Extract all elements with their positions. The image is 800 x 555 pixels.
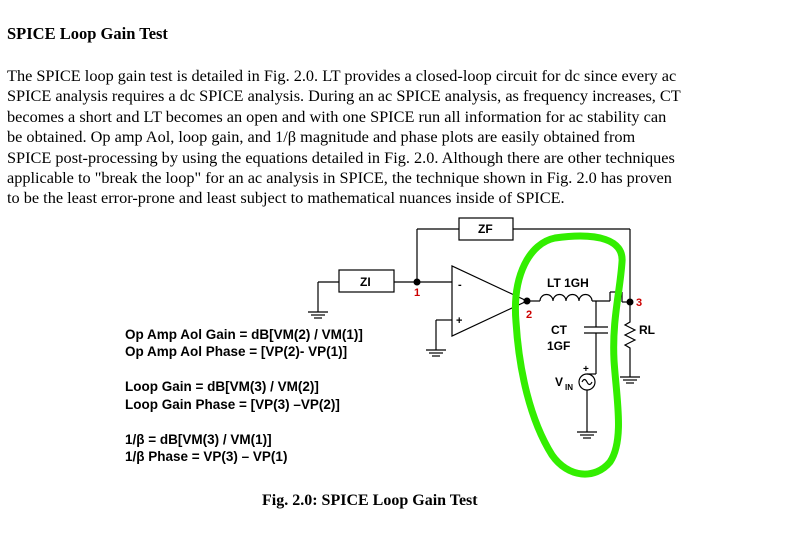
paragraph-line: SPICE post-processing by using the equat…	[7, 147, 675, 167]
node-3-dot	[626, 298, 634, 306]
zi-label: ZI	[360, 275, 371, 289]
equation-beta-phase: 1/β Phase = VP(3) – VP(1)	[125, 449, 288, 464]
rl-resistor	[623, 302, 637, 377]
paragraph-line: The SPICE loop gain test is detailed in …	[7, 66, 677, 85]
zf-label: ZF	[478, 222, 493, 236]
equation-aol-phase: Op Amp Aol Phase = [VP(2)- VP(1)]	[125, 344, 348, 359]
paragraph-line: be obtained. Op amp Aol, loop gain, and …	[7, 127, 636, 147]
equation-loop-gain: Loop Gain = dB[VM(3) / VM(2)]	[125, 379, 319, 394]
op-amp-minus: -	[458, 279, 462, 291]
highlight-circle	[511, 232, 626, 478]
op-amp-plus: +	[456, 315, 462, 327]
ct-value: 1GF	[547, 339, 570, 353]
node-2-label: 2	[526, 309, 532, 321]
node-1-dot	[413, 278, 421, 286]
paragraph-line: becomes a short and LT becomes an open a…	[7, 106, 667, 126]
rl-label: RL	[639, 323, 655, 337]
vin-sine	[581, 378, 593, 386]
vin-subscript: IN	[565, 383, 573, 392]
vin-label: V	[555, 375, 563, 389]
vin-plus: +	[583, 364, 589, 375]
lt-inductor	[539, 293, 593, 302]
equation-aol-gain: Op Amp Aol Gain = dB[VM(2) / VM(1)]	[125, 327, 363, 342]
zi-box	[338, 269, 395, 293]
section-heading: SPICE Loop Gain Test	[7, 24, 168, 43]
equation-beta-gain: 1/β = dB[VM(3) / VM(1)]	[125, 432, 272, 447]
paragraph-line: applicable to "break the loop" for an ac…	[7, 168, 672, 188]
figure-caption: Fig. 2.0: SPICE Loop Gain Test	[262, 492, 478, 509]
paragraph-line: SPICE analysis requires a dc SPICE analy…	[7, 86, 681, 106]
paragraph-line: to be the least error-prone and least su…	[7, 188, 565, 208]
node-2-dot	[523, 297, 531, 305]
equation-loop-phase: Loop Gain Phase = [VP(3) –VP(2)]	[125, 397, 340, 412]
node-3-label: 3	[636, 297, 642, 309]
lt-label: LT 1GH	[547, 276, 589, 290]
op-amp-symbol	[451, 265, 529, 337]
ct-label: CT	[551, 323, 568, 337]
node-1-label: 1	[414, 287, 420, 299]
body-paragraph: The SPICE loop gain test is detailed in …	[7, 66, 787, 209]
